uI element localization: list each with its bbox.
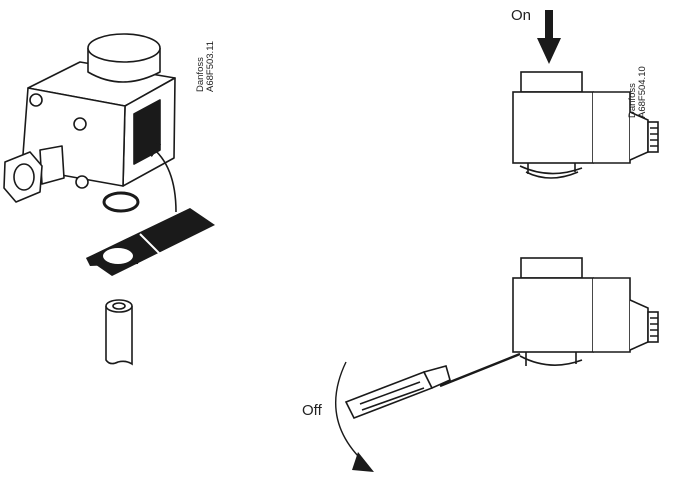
screw-icon — [75, 175, 89, 189]
coil-on-assembly — [512, 10, 659, 179]
screwdriver-icon — [344, 352, 521, 420]
coil-off-assembly — [512, 257, 659, 366]
insert-arrow — [143, 141, 177, 213]
o-ring — [102, 191, 140, 213]
right-code-text: A68F504.10 — [637, 66, 648, 118]
push-down-arrow — [537, 38, 561, 64]
on-label: On — [511, 7, 532, 24]
rotation-arrow-head — [352, 452, 374, 472]
screw-icon — [29, 93, 43, 107]
off-label: Off — [302, 402, 322, 419]
left-code-text: A68F503.11 — [205, 40, 216, 92]
screw-icon — [73, 117, 87, 131]
coil-assembly-exploded — [3, 33, 176, 203]
rotation-arc — [334, 361, 367, 465]
armature-tube — [105, 299, 133, 366]
identification-plate — [86, 208, 215, 276]
